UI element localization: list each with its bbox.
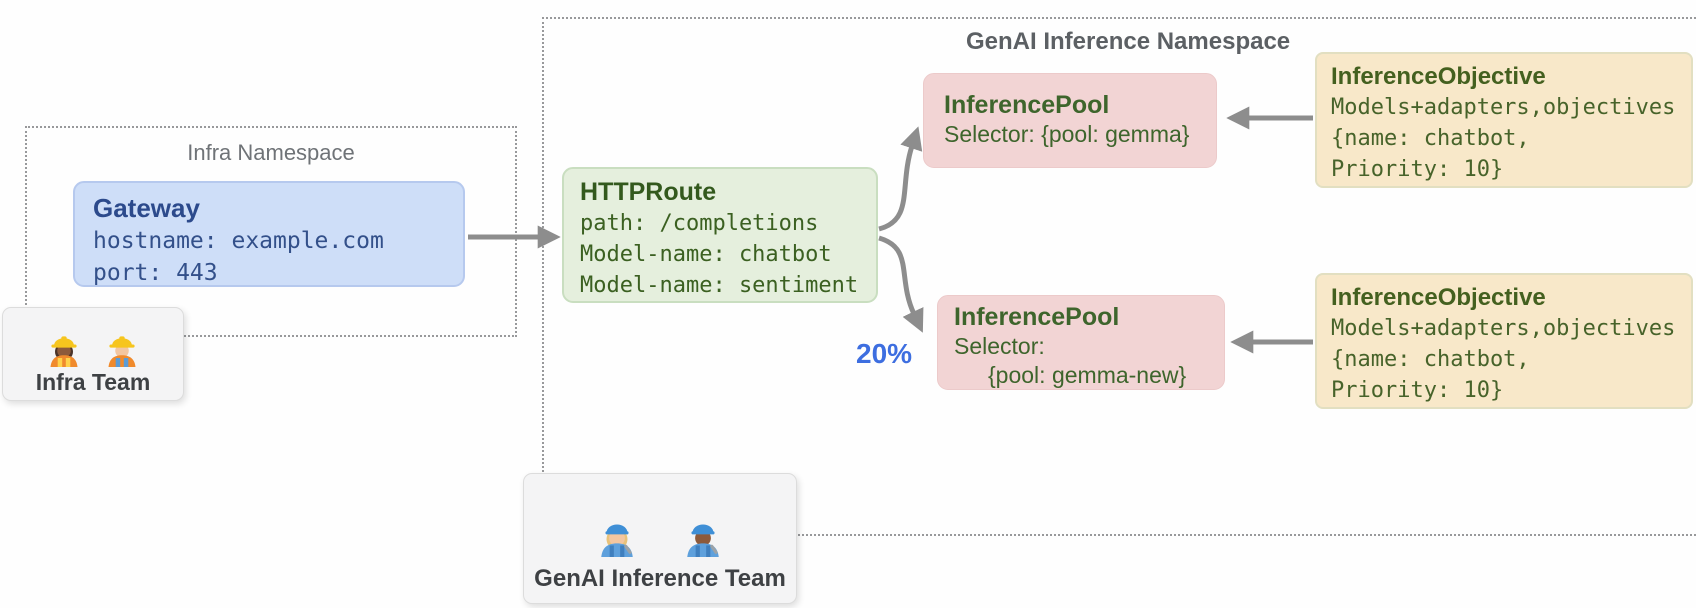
inference-objective-top-line-2: {name: chatbot, (1331, 126, 1530, 151)
gateway-node: Gateway hostname: example.com port: 443 (73, 181, 465, 287)
infra-namespace-box: Infra Namespace (25, 126, 517, 337)
inference-objective-top-line-1: Models+adapters,objectives (1331, 95, 1676, 120)
infra-team-card: Infra Team (2, 307, 184, 401)
inference-pool-bottom-selector-value: {pool: gemma-new} (988, 362, 1187, 388)
inference-objective-top-line-3: Priority: 10} (1331, 157, 1504, 182)
inference-pool-top-title: InferencePool (944, 91, 1110, 119)
man-mechanic-icon (687, 524, 719, 557)
inference-pool-bottom-node: InferencePool Selector: {pool: gemma-new… (937, 295, 1225, 390)
inference-objective-bottom-line-3: Priority: 10} (1331, 378, 1504, 403)
genai-namespace-box (542, 17, 1696, 536)
genai-team-card: GenAI Inference Team (523, 473, 797, 604)
woman-mechanic-icon (601, 524, 633, 557)
httproute-model-1: Model-name: chatbot (580, 242, 832, 267)
inference-objective-bottom-title: InferenceObjective (1331, 284, 1546, 311)
gateway-port: port: 443 (93, 260, 218, 286)
httproute-model-2: Model-name: sentiment (580, 273, 859, 298)
genai-namespace-title: GenAI Inference Namespace (966, 28, 1291, 55)
inference-objective-top-title: InferenceObjective (1331, 63, 1546, 90)
httproute-title: HTTPRoute (580, 178, 717, 206)
gateway-hostname: hostname: example.com (93, 228, 384, 254)
infra-team-label: Infra Team (35, 369, 151, 395)
infra-team-icons (46, 331, 140, 367)
traffic-split-label: 20% (856, 338, 913, 369)
inference-objective-bottom-line-1: Models+adapters,objectives (1331, 316, 1676, 341)
woman-construction-worker-icon (50, 336, 78, 367)
man-construction-worker-icon (108, 336, 136, 367)
infra-namespace-title: Infra Namespace (187, 140, 355, 165)
inference-objective-bottom-node: InferenceObjective Models+adapters,objec… (1315, 273, 1693, 409)
inference-pool-top-node: InferencePool Selector: {pool: gemma} (923, 73, 1217, 168)
httproute-path: path: /completions (580, 211, 819, 236)
inference-pool-top-selector: Selector: {pool: gemma} (944, 121, 1190, 147)
genai-team-label: GenAI Inference Team (534, 565, 786, 592)
httproute-node: HTTPRoute path: /completions Model-name:… (562, 167, 878, 303)
inference-pool-bottom-title: InferencePool (954, 303, 1120, 331)
inference-pool-bottom-selector: Selector: (954, 333, 1045, 359)
gateway-title: Gateway (93, 193, 200, 223)
inference-objective-top-node: InferenceObjective Models+adapters,objec… (1315, 52, 1693, 188)
inference-objective-bottom-line-2: {name: chatbot, (1331, 347, 1530, 372)
genai-team-icons (596, 515, 724, 557)
